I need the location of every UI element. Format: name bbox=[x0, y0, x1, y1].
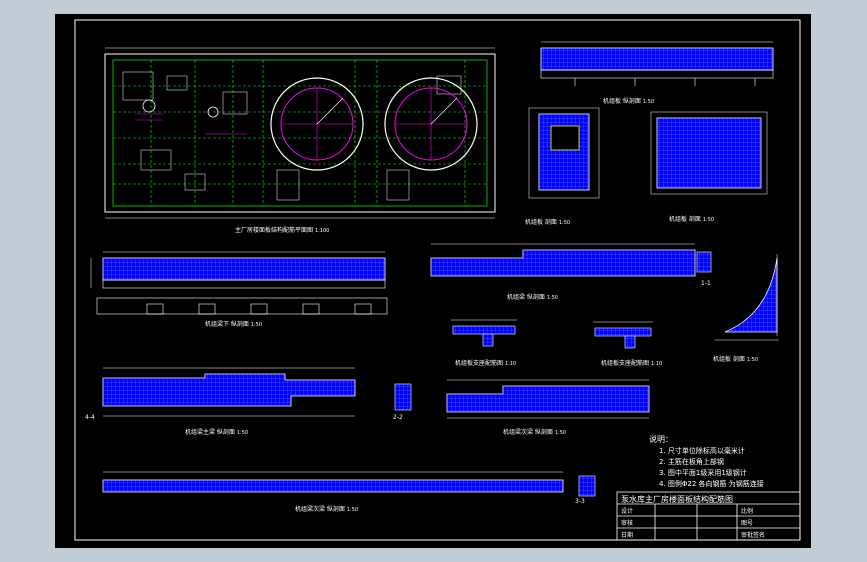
detail-b-text: 机组板支座配筋图 bbox=[601, 360, 650, 367]
beam-lower-scale: 1:50 bbox=[250, 322, 263, 328]
title-block-label: 日期 bbox=[621, 532, 634, 539]
drawing-canvas bbox=[74, 19, 801, 541]
beam-lower-text: 机组梁下 纵剖面 bbox=[205, 321, 249, 328]
slab-section-b-text: 机组板 剖面 bbox=[669, 216, 701, 223]
beam-main-text: 机组梁 纵剖面 bbox=[507, 294, 545, 301]
slab-section-b-drawing bbox=[650, 111, 768, 195]
slab-section-a-caption: 机组板 剖面 1:50 bbox=[525, 217, 570, 226]
slab-plan-top bbox=[540, 41, 774, 86]
beam-lower-caption: 机组梁下 纵剖面 1:50 bbox=[205, 319, 262, 328]
beam-main-caption: 机组梁 纵剖面 1:50 bbox=[507, 292, 558, 301]
section-mark: 4-4 bbox=[85, 414, 95, 421]
long-beam-scale: 1:50 bbox=[346, 507, 359, 513]
detail-a-drawing bbox=[451, 319, 517, 347]
beam-side-b-scale: 1:50 bbox=[554, 430, 567, 436]
floor-plan-caption: 主厂房楼面板结构配筋平面图 1:100 bbox=[235, 225, 329, 234]
note-item: 4. 图例Φ22 各向钢筋 为钢筋连接 bbox=[659, 480, 764, 488]
drawing-title: 泵水库主厂房楼面板结构配筋图 bbox=[621, 495, 733, 504]
title-block bbox=[616, 491, 801, 541]
detail-b-scale: 1:10 bbox=[650, 361, 663, 367]
detail-a-scale: 1:10 bbox=[504, 361, 517, 367]
slab-section-b-scale: 1:50 bbox=[702, 217, 715, 223]
slab-section-a-drawing bbox=[528, 107, 600, 199]
slab-section-a-text: 机组板 剖面 bbox=[525, 219, 557, 226]
beam-side-a-caption: 机组梁主梁 纵剖面 1:50 bbox=[185, 427, 248, 436]
title-block-label: 比例 bbox=[741, 508, 754, 515]
beam-side-a-text: 机组梁主梁 纵剖面 bbox=[185, 429, 235, 436]
section-mark: 3-3 bbox=[575, 498, 585, 505]
detail-b-drawing bbox=[593, 321, 653, 349]
curved-slab-drawing bbox=[715, 254, 779, 341]
slab-section-b-caption: 机组板 剖面 1:50 bbox=[669, 214, 714, 223]
floor-plan-caption-text: 主厂房楼面板结构配筋平面图 bbox=[235, 227, 314, 234]
detail-a-caption: 机组板支座配筋图 1:10 bbox=[455, 358, 516, 367]
curved-slab-caption: 机组板 剖面 1:50 bbox=[713, 354, 758, 363]
long-beam-caption: 机组梁次梁 纵剖面 1:50 bbox=[295, 504, 358, 513]
beam-side-b-text: 机组梁次梁 纵剖面 bbox=[503, 429, 553, 436]
title-block-label: 设计 bbox=[621, 508, 634, 515]
floor-plan bbox=[104, 47, 496, 219]
title-block-label: 图号 bbox=[741, 520, 754, 527]
beam-main-drawing bbox=[430, 243, 712, 277]
beam-side-b-caption: 机组梁次梁 纵剖面 1:50 bbox=[503, 427, 566, 436]
beam-main-scale: 1:50 bbox=[546, 295, 559, 301]
beam-a-caption: 机组板 纵剖面 1:50 bbox=[603, 96, 654, 105]
beam-a-scale: 1:50 bbox=[642, 99, 655, 105]
drawing-sheet: 主厂房楼面板结构配筋平面图 1:100 机组板 纵剖面 1:50 机组板 剖面 … bbox=[55, 14, 811, 548]
sheet-border bbox=[74, 19, 801, 541]
long-beam-drawing bbox=[102, 471, 596, 497]
floor-plan-scale: 1:100 bbox=[314, 228, 330, 234]
curved-slab-text: 机组板 剖面 bbox=[713, 356, 745, 363]
curved-slab-scale: 1:50 bbox=[746, 357, 759, 363]
note-item: 1. 尺寸单位除标高以毫米计 bbox=[659, 447, 745, 455]
notes-heading: 说明： bbox=[649, 435, 673, 444]
beam-a-caption-text: 机组板 纵剖面 bbox=[603, 98, 641, 105]
slab-section-a-scale: 1:50 bbox=[558, 220, 571, 226]
beam-side-a-scale: 1:50 bbox=[236, 430, 249, 436]
beam-side-a-drawing bbox=[102, 367, 412, 417]
detail-a-text: 机组板支座配筋图 bbox=[455, 360, 504, 367]
note-item: 3. 图中平面1级采用1级钢计 bbox=[659, 469, 747, 477]
detail-b-caption: 机组板支座配筋图 1:10 bbox=[601, 358, 662, 367]
beam-side-b-drawing bbox=[446, 379, 650, 419]
beam-a-drawing bbox=[90, 251, 388, 315]
title-block-label: 审核 bbox=[621, 520, 634, 527]
note-item: 2. 主筋在板角上部钢 bbox=[659, 458, 724, 466]
title-block-label: 审批签名 bbox=[741, 532, 766, 539]
section-mark: 2-2 bbox=[393, 414, 403, 421]
section-mark: 1-1 bbox=[701, 280, 711, 287]
long-beam-text: 机组梁次梁 纵剖面 bbox=[295, 506, 345, 513]
